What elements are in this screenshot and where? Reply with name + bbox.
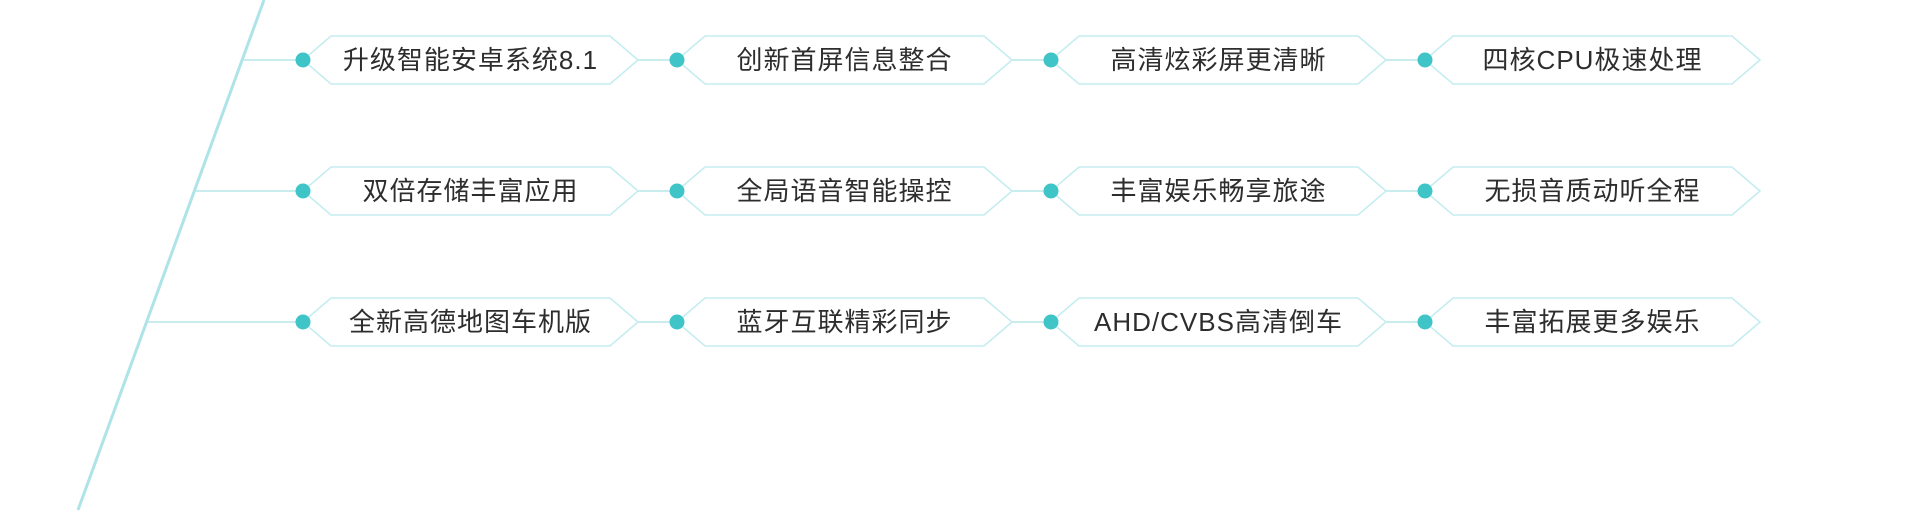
node-dot [1417,52,1433,68]
feature-badge-outline [1423,166,1762,216]
feature-label: 丰富娱乐畅享旅途 [1110,176,1327,206]
branch-line [76,0,266,511]
node-dot [1043,183,1059,199]
node-dot [1417,314,1433,330]
feature-badge-outline [1049,166,1388,216]
feature-label: 全局语音智能操控 [736,176,953,206]
node-dot [669,314,685,330]
node-dot [669,52,685,68]
feature-label: 无损音质动听全程 [1484,176,1701,206]
node-dot [1043,314,1059,330]
feature-label: 四核CPU极速处理 [1482,45,1703,75]
feature-badge-outline [675,35,1014,85]
feature-label: 创新首屏信息整合 [736,45,953,75]
node-dot [669,183,685,199]
feature-badge-outline [301,166,640,216]
node-dot [295,52,311,68]
node-dot [1417,183,1433,199]
feature-badge-outline [301,35,640,85]
node-dot [295,314,311,330]
feature-badge-outline [1423,297,1762,347]
feature-badge-outline [1049,35,1388,85]
feature-badge-outline [675,297,1014,347]
feature-badge-outline [301,297,640,347]
feature-badge-outline [675,166,1014,216]
feature-label: 全新高德地图车机版 [348,307,592,337]
node-dot [295,183,311,199]
feature-label: 升级智能安卓系统8.1 [342,45,599,75]
feature-label: 高清炫彩屏更清晰 [1110,45,1327,75]
feature-badge-outline [1423,35,1762,85]
feature-label: 蓝牙互联精彩同步 [736,307,953,337]
node-dot [1043,52,1059,68]
feature-label: 丰富拓展更多娱乐 [1484,307,1701,337]
feature-label: AHD/CVBS高清倒车 [1094,307,1343,337]
feature-badge-outline [1049,297,1388,347]
feature-label: 双倍存储丰富应用 [362,176,579,206]
